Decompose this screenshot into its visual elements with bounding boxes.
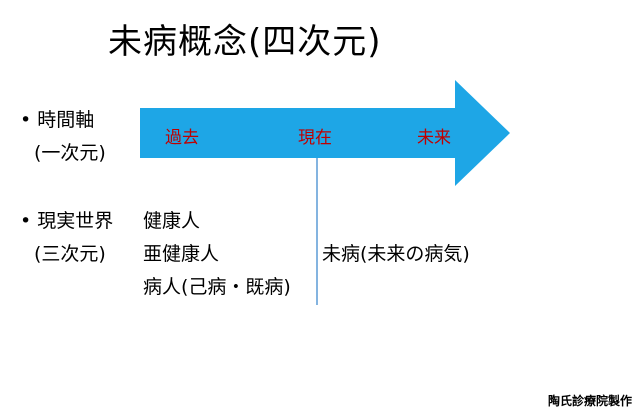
timeline-label-past: 過去 xyxy=(165,128,199,148)
bullet-label: 時間軸 xyxy=(37,109,95,131)
arrow-shape xyxy=(140,80,510,186)
state-healthy: 健康人 xyxy=(143,210,201,232)
bullet-symbol: • xyxy=(20,210,32,232)
bullet-label: 現実世界 xyxy=(37,210,114,232)
page-title: 未病概念(四次元) xyxy=(108,22,382,62)
footer-credit: 陶氏診療院製作 xyxy=(547,394,632,408)
timeline-label-future: 未来 xyxy=(417,128,451,148)
bullet-real-world: • 現実世界 xyxy=(20,206,113,233)
bullet-symbol: • xyxy=(20,109,32,131)
bullet-real-world-sub: (三次元) xyxy=(34,243,106,265)
bullet-time-axis-sub: (一次元) xyxy=(34,142,106,164)
timeline-label-present: 現在 xyxy=(298,128,332,148)
state-semi-healthy: 亜健康人 xyxy=(143,243,220,265)
bullet-time-axis: • 時間軸 xyxy=(20,105,94,132)
state-sick: 病人(己病・既病) xyxy=(143,276,291,298)
state-future-illness: 未病(未来の病気) xyxy=(322,243,470,265)
